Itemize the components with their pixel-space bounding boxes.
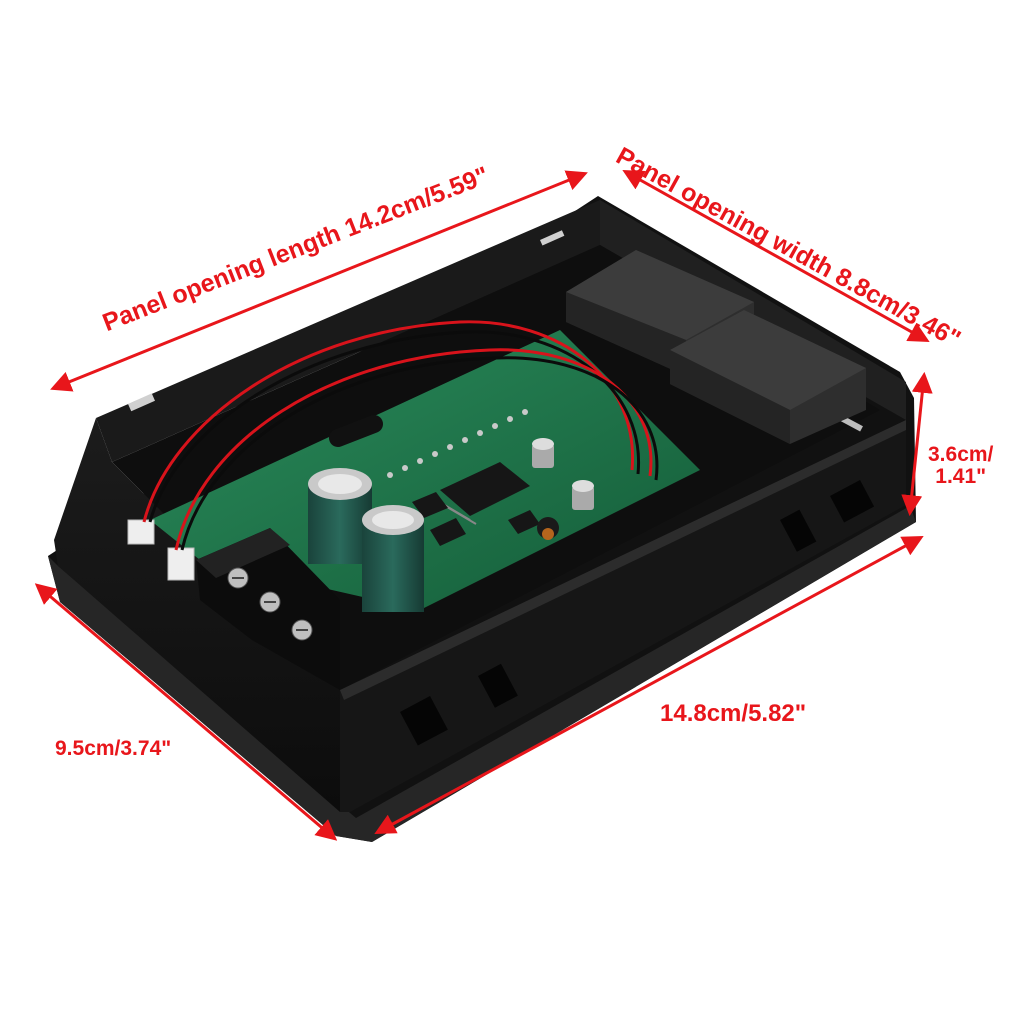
electrolytic-capacitors xyxy=(308,468,424,612)
height-label-in: 1.41" xyxy=(935,465,987,489)
arrow-panel-width xyxy=(622,169,930,343)
arrow-panel-length xyxy=(50,170,588,392)
antenna-coil xyxy=(329,415,383,447)
arrow-depth xyxy=(34,583,338,841)
arrow-height xyxy=(901,371,933,517)
main-ic-chip xyxy=(440,462,530,516)
jst-connector-2 xyxy=(167,547,195,581)
depth-label: 9.5cm/3.74" xyxy=(55,737,172,760)
arrow-outer-length xyxy=(374,535,924,835)
height-label: 3.6cm/ 1.41" xyxy=(928,443,994,489)
height-label-cm: 3.6cm/ xyxy=(928,443,994,466)
dimension-arrows xyxy=(34,169,933,841)
jst-connector-1 xyxy=(127,519,155,545)
smd-capacitors xyxy=(532,438,594,510)
outer-length-label: 14.8cm/5.82" xyxy=(660,700,807,727)
